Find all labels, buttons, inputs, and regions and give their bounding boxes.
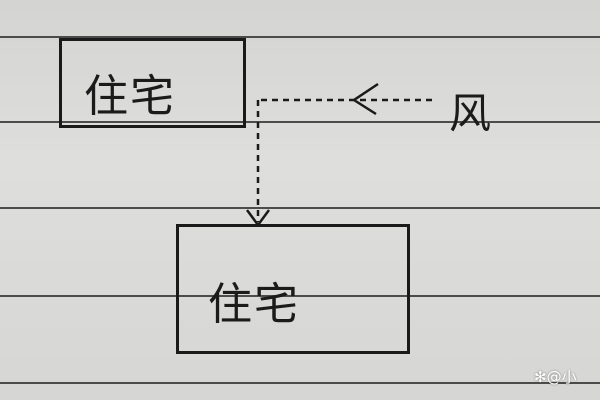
watermark-text: 小 [561, 368, 577, 386]
watermark: ✻@小 [534, 368, 577, 386]
bottom-house-label: 住宅 [208, 279, 300, 330]
top-house-box [59, 38, 246, 128]
down-arrowhead-icon [245, 209, 271, 228]
ruled-line [0, 295, 600, 297]
ruled-line [0, 207, 600, 209]
ruled-line [0, 382, 600, 384]
wind-arrowhead-icon [351, 82, 379, 116]
watermark-logo-icon: ✻ [534, 368, 547, 386]
ruled-line [0, 121, 600, 123]
bottom-house-box [176, 224, 410, 354]
wind-label: 风 [449, 89, 494, 138]
ruled-line [0, 36, 600, 38]
top-house-label: 住宅 [84, 71, 176, 122]
